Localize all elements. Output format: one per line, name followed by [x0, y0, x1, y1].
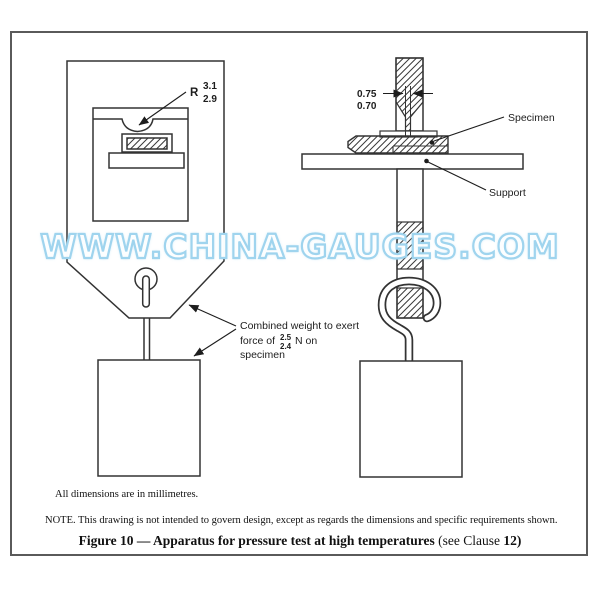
radius-lower-value: 2.9 [203, 94, 217, 105]
radius-label-prefix: R [190, 87, 199, 99]
right-rod-hatch-lower [396, 287, 424, 319]
support-label: Support [489, 187, 526, 199]
left-keyhole-slot [141, 275, 151, 308]
left-specimen-hatched [126, 137, 168, 150]
hook-body [379, 278, 440, 363]
left-blade-bar-edge [93, 118, 188, 133]
left-weight-block [97, 359, 201, 477]
radius-leader-line [138, 91, 187, 126]
weight-note-line2-suffix: N on [295, 335, 317, 347]
part-labels: Specimen Support [424, 112, 555, 199]
watermark-text: WWW.CHINA-GAUGES.COM [39, 226, 560, 267]
specimen-leader-line [433, 116, 505, 142]
support-leader-dot [424, 158, 429, 164]
weight-note-line1: Combined weight to exert [240, 320, 359, 332]
tip-dimension-lower: 0.70 [357, 101, 377, 112]
specimen-leader-dot [429, 140, 435, 145]
figure-caption-main: Figure 10 — Apparatus for pressure test … [78, 533, 435, 548]
weight-note-leader-lower [193, 328, 237, 357]
figure-caption: Figure 10 — Apparatus for pressure test … [10, 533, 590, 549]
support-bar [301, 153, 524, 170]
specimen-label: Specimen [508, 112, 555, 124]
left-pedestal [108, 152, 185, 169]
dimensions-note: All dimensions are in millimetres. [55, 489, 199, 500]
right-rod-hatch-upper [396, 221, 424, 270]
tip-dimension-annotation: 0.75 0.70 [357, 89, 433, 112]
force-fraction-upper: 2.5 [280, 333, 292, 342]
figure-caption-see: (see Clause [434, 533, 504, 548]
radius-annotation: R 3.1 2.9 [138, 81, 217, 126]
tip-dimension-upper: 0.75 [357, 89, 377, 100]
force-fraction-lower: 2.4 [280, 342, 292, 351]
figure-caption-clause: 12) [503, 533, 522, 548]
right-weight-block [359, 360, 463, 478]
support-leader-line [427, 161, 487, 191]
design-note: NOTE. This drawing is not intended to go… [45, 515, 558, 526]
weight-note-line2-prefix: force of [240, 335, 275, 347]
left-apparatus-drawing [66, 60, 225, 477]
weight-note-leader-upper [188, 304, 237, 327]
right-apparatus-drawing [301, 57, 524, 478]
combined-weight-annotation: Combined weight to exert force of 2.5 2.… [188, 304, 359, 361]
radius-upper-value: 3.1 [203, 81, 217, 92]
weight-note-line3: specimen [240, 349, 285, 361]
